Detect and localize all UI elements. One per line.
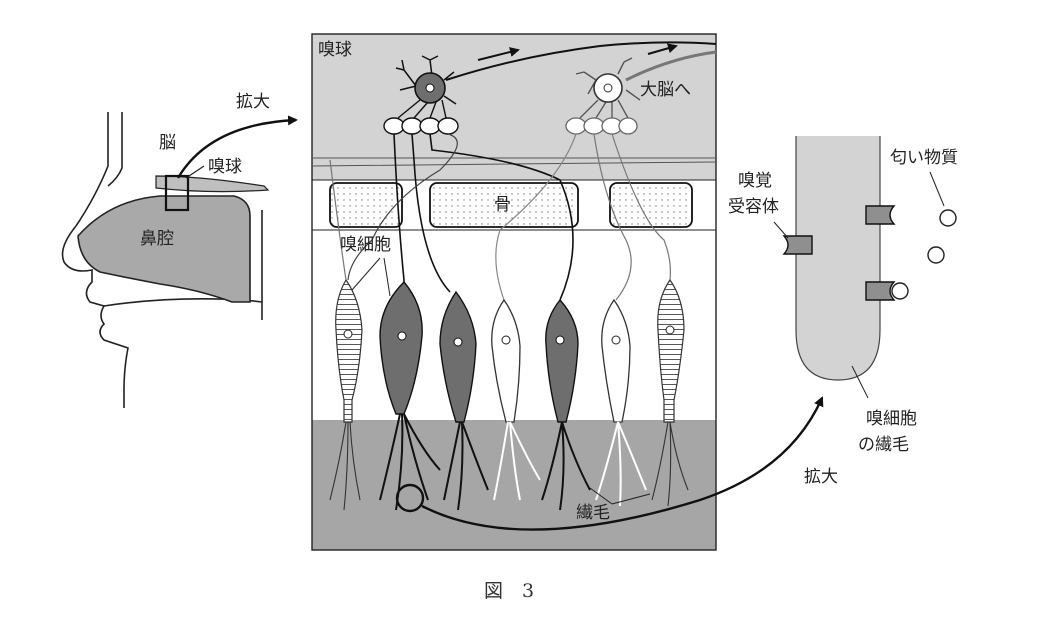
glomeruli-dark	[383, 117, 459, 135]
mitral-cell-dark	[395, 41, 717, 119]
bulb-layer	[312, 34, 716, 180]
mitral-cell-light	[575, 50, 717, 119]
label-to-brain: 大脳へ	[640, 80, 691, 100]
center-panel: 骨 嗅	[311, 33, 717, 551]
cilium-shape	[795, 136, 881, 381]
label-receptor-2: 受容体	[728, 197, 779, 217]
cilium-leader	[851, 365, 869, 399]
axon	[611, 133, 671, 281]
bone-block	[609, 182, 693, 228]
magnify-arrow-right	[421, 396, 824, 531]
axon	[411, 133, 451, 293]
figure-caption: 図 3	[484, 580, 534, 602]
receptor	[865, 281, 896, 301]
magnify-circle	[395, 483, 425, 513]
label-odorant: 匂い物質	[890, 148, 958, 168]
label-nasal-cavity: 鼻腔	[140, 229, 174, 249]
skull-outer-line	[75, 112, 109, 227]
signal-arrow	[477, 47, 520, 61]
glomeruli-light	[565, 117, 638, 135]
bulb-leader	[185, 165, 205, 179]
cilium-detail: 嗅覚 受容体 匂い物質 嗅細胞 の繊毛	[728, 136, 958, 455]
label-receptor-1: 嗅覚	[738, 171, 772, 191]
receptor	[782, 235, 813, 255]
odorant-molecule	[891, 282, 909, 300]
axon	[347, 133, 458, 281]
label-magnify-left: 拡大	[236, 92, 270, 112]
olfactory-cell-leader	[351, 257, 391, 297]
bone-block	[329, 182, 403, 228]
label-cilia: 繊毛	[576, 503, 610, 523]
signal-arrow	[647, 43, 678, 55]
axon	[429, 133, 574, 301]
nasal-cavity	[77, 195, 251, 303]
magnify-arrow-left	[176, 115, 298, 179]
label-cilium-1: 嗅細胞	[866, 409, 917, 429]
cilia-group	[329, 413, 689, 511]
odorant-molecule	[927, 246, 945, 264]
receptor	[865, 205, 896, 225]
cilia-leader	[589, 487, 651, 505]
axon	[495, 133, 577, 301]
axon	[593, 133, 632, 301]
odorant-molecule	[939, 209, 957, 227]
label-bulb-panel: 嗅球	[318, 40, 352, 60]
axon	[329, 159, 347, 281]
label-olfactory-cell: 嗅細胞	[340, 235, 391, 255]
label-brain: 脳	[159, 133, 176, 153]
magnify-box-left	[164, 174, 190, 212]
head-section: 脳 嗅球 鼻腔	[61, 112, 270, 408]
label-magnify-right: 拡大	[804, 467, 838, 487]
brain-floor	[155, 175, 270, 193]
label-bulb-left: 嗅球	[208, 157, 242, 177]
axon	[393, 133, 405, 292]
panel-border	[311, 33, 717, 551]
label-bone: 骨	[494, 195, 511, 215]
skull-inner-line	[107, 112, 123, 187]
receptor-leader	[773, 221, 789, 239]
olfactory-cell-striped	[657, 278, 685, 423]
odorant-leader	[929, 171, 945, 207]
label-cilium-2: の繊毛	[858, 435, 909, 455]
